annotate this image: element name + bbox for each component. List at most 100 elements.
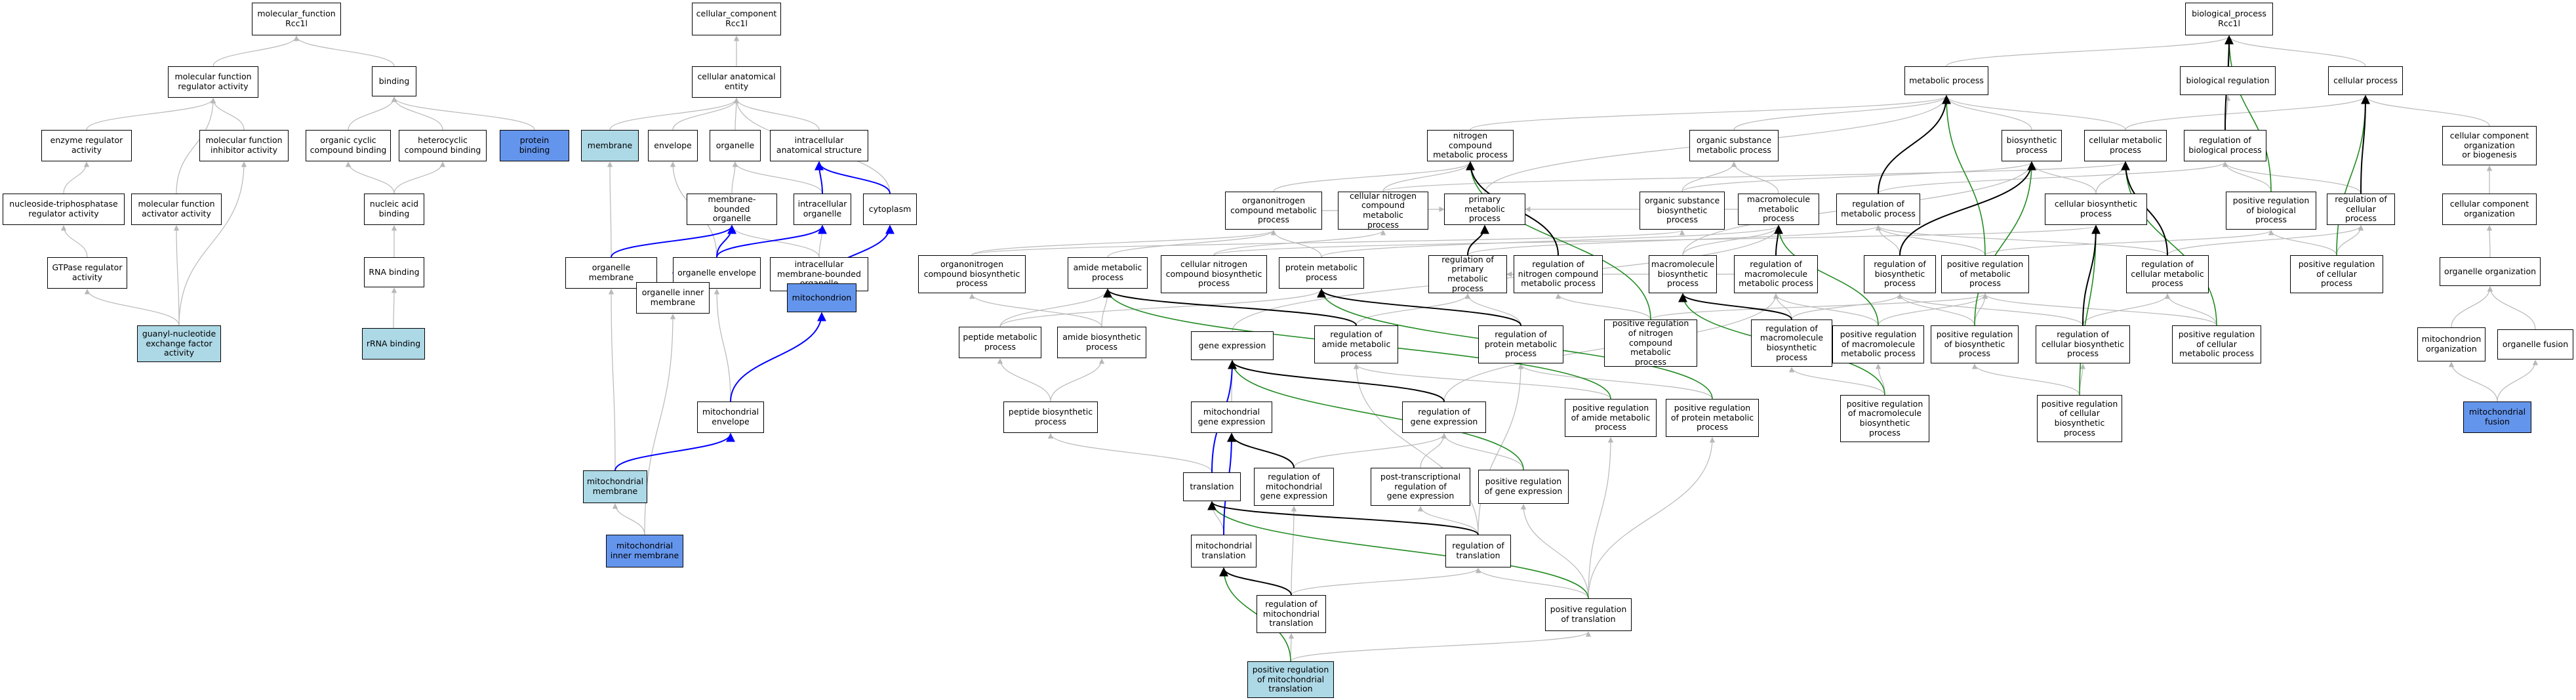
node-nucleoside-triphosphatase-regulator-activity[interactable]: nucleoside-triphosphatase regulator acti… — [3, 194, 125, 225]
node-cellular-component-organization[interactable]: cellular component organization — [2442, 194, 2537, 225]
node-enzyme-regulator-activity[interactable]: enzyme regulator activity — [41, 130, 132, 161]
node-positive-regulation-of-gene-expression[interactable]: positive regulation of gene expression — [1478, 470, 1569, 504]
node-organelle-inner-membrane[interactable]: organelle inner membrane — [636, 282, 710, 314]
node-binding[interactable]: binding — [372, 66, 416, 96]
node-rna-binding[interactable]: RNA binding — [364, 257, 424, 287]
node-molecular-function-root[interactable]: molecular_function Rcc1l — [252, 3, 341, 35]
node-molecular-function-regulator-activity[interactable]: molecular function regulator activity — [168, 66, 258, 98]
node-positive-regulation-of-biological-process[interactable]: positive regulation of biological proces… — [2226, 192, 2316, 230]
node-amide-metabolic-process[interactable]: amide metabolic process — [1068, 257, 1148, 289]
node-regulation-of-protein-metabolic-process[interactable]: regulation of protein metabolic process — [1478, 325, 1563, 363]
node-protein-metabolic-process[interactable]: protein metabolic process — [1279, 257, 1364, 289]
node-organelle[interactable]: organelle — [710, 130, 761, 161]
node-positive-regulation-of-macromolecule-biosynthetic-process[interactable]: positive regulation of macromolecule bio… — [1840, 395, 1929, 442]
node-regulation-of-amide-metabolic-process[interactable]: regulation of amide metabolic process — [1314, 325, 1398, 363]
node-regulation-of-translation[interactable]: regulation of translation — [1445, 535, 1511, 567]
node-regulation-of-biological-process[interactable]: regulation of biological process — [2184, 130, 2266, 161]
node-organelle-organization[interactable]: organelle organization — [2440, 257, 2541, 286]
node-intracellular-organelle[interactable]: intracellular organelle — [794, 194, 851, 225]
node-cellular-metabolic-process[interactable]: cellular metabolic process — [2084, 130, 2167, 161]
edge-pos_reg_bio-to-reg_bio — [2222, 161, 2272, 192]
node-molecular-function-inhibitor-activity[interactable]: molecular function inhibitor activity — [199, 130, 289, 161]
node-biosynthetic-process[interactable]: biosynthetic process — [2002, 130, 2062, 161]
node-translation[interactable]: translation — [1183, 472, 1241, 501]
node-positive-regulation-of-macromolecule-metabolic-process[interactable]: positive regulation of macromolecule met… — [1832, 325, 1924, 363]
node-macromolecule-biosynthetic-process[interactable]: macromolecule biosynthetic process — [1649, 255, 1717, 293]
node-positive-regulation-of-mitochondrial-translation[interactable]: positive regulation of mitochondrial tra… — [1247, 661, 1334, 698]
node-macromolecule-metabolic-process[interactable]: macromolecule metabolic process — [1738, 194, 1819, 225]
node-peptide-metabolic-process[interactable]: peptide metabolic process — [959, 327, 1041, 358]
node-post-transcriptional-regulation-of-gene-expression[interactable]: post-transcriptional regulation of gene … — [1371, 468, 1470, 506]
node-membrane[interactable]: membrane — [581, 130, 639, 161]
node-mitochondrion-organization[interactable]: mitochondrion organization — [2417, 327, 2485, 361]
node-metabolic-process[interactable]: metabolic process — [1904, 66, 1988, 95]
node-regulation-of-primary-metabolic-process[interactable]: regulation of primary metabolic process — [1428, 255, 1507, 293]
node-regulation-of-cellular-biosynthetic-process[interactable]: regulation of cellular biosynthetic proc… — [2036, 325, 2130, 363]
node-mitochondrial-inner-membrane[interactable]: mitochondrial inner membrane — [606, 535, 683, 567]
node-positive-regulation-of-protein-metabolic-process[interactable]: positive regulation of protein metabolic… — [1666, 399, 1759, 437]
node-cytoplasm[interactable]: cytoplasm — [863, 194, 917, 225]
node-organic-substance-biosynthetic-process[interactable]: organic substance biosynthetic process — [1640, 192, 1725, 230]
node-membrane-bounded-organelle[interactable]: membrane-bounded organelle — [687, 194, 777, 225]
node-positive-regulation-of-translation[interactable]: positive regulation of translation — [1545, 598, 1632, 631]
node-mitochondrial-membrane[interactable]: mitochondrial membrane — [583, 470, 647, 503]
node-biological-regulation[interactable]: biological regulation — [2180, 66, 2276, 95]
edge-cell_met-to-metabolic — [1943, 95, 2126, 131]
node-nucleic-acid-binding[interactable]: nucleic acid binding — [364, 194, 424, 225]
node-organonitrogen-compound-biosynthetic-process[interactable]: organonitrogen compound biosynthetic pro… — [918, 255, 1026, 293]
node-primary-metabolic-process[interactable]: primary metabolic process — [1444, 194, 1525, 225]
node-positive-regulation-of-cellular-metabolic-process[interactable]: positive regulation of cellular metaboli… — [2172, 325, 2261, 363]
node-positive-regulation-of-cellular-biosynthetic-process[interactable]: positive regulation of cellular biosynth… — [2037, 395, 2122, 442]
node-organic-cyclic-compound-binding[interactable]: organic cyclic compound binding — [306, 130, 391, 161]
edge-ntp_reg-to-enzyme_reg — [63, 161, 90, 194]
node-intracellular-membrane-bounded-organelle[interactable]: intracellular membrane-bounded organelle — [770, 257, 868, 291]
edge-cell_proc-to-bp_root — [2226, 35, 2366, 67]
node-regulation-of-cellular-process[interactable]: regulation of cellular process — [2327, 194, 2395, 225]
node-amide-biosynthetic-process[interactable]: amide biosynthetic process — [1057, 327, 1146, 358]
node-organelle-envelope[interactable]: organelle envelope — [673, 257, 761, 289]
node-gene-expression[interactable]: gene expression — [1191, 331, 1274, 360]
node-regulation-of-mitochondrial-gene-expression[interactable]: regulation of mitochondrial gene express… — [1254, 468, 1334, 506]
node-regulation-of-gene-expression[interactable]: regulation of gene expression — [1402, 401, 1486, 433]
node-cellular-component-root[interactable]: cellular_component Rcc1l — [692, 3, 781, 35]
node-molecular-function-activator-activity[interactable]: molecular function activator activity — [131, 194, 222, 225]
node-heterocyclic-compound-binding[interactable]: heterocyclic compound binding — [399, 130, 487, 161]
node-organic-substance-metabolic-process[interactable]: organic substance metabolic process — [1689, 130, 1779, 161]
node-protein-binding[interactable]: protein binding — [500, 130, 569, 161]
node-cellular-process[interactable]: cellular process — [2328, 66, 2403, 95]
edge-pos_reg_mmp-to-pos_reg_met — [1878, 293, 1988, 326]
node-rrna-binding[interactable]: rRNA binding — [362, 328, 425, 360]
node-mitochondrial-gene-expression[interactable]: mitochondrial gene expression — [1191, 401, 1272, 433]
node-envelope[interactable]: envelope — [648, 130, 698, 161]
node-mitochondrion[interactable]: mitochondrion — [787, 283, 856, 312]
node-nitrogen-compound-metabolic-process[interactable]: nitrogen compound metabolic process — [1427, 130, 1514, 161]
node-organonitrogen-compound-metabolic-process[interactable]: organonitrogen compound metabolic proces… — [1225, 192, 1322, 230]
node-positive-regulation-of-biosynthetic-process[interactable]: positive regulation of biosynthetic proc… — [1931, 325, 2019, 363]
node-regulation-of-macromolecule-metabolic-process[interactable]: regulation of macromolecule metabolic pr… — [1734, 255, 1818, 293]
node-organelle-fusion[interactable]: organelle fusion — [2497, 329, 2573, 360]
node-positive-regulation-of-cellular-process[interactable]: positive regulation of cellular process — [2290, 255, 2383, 293]
node-cellular-nitrogen-compound-biosynthetic-process[interactable]: cellular nitrogen compound biosynthetic … — [1161, 255, 1267, 293]
node-biological-process-root[interactable]: biological_process Rcc1l — [2185, 3, 2273, 35]
node-mitochondrial-translation[interactable]: mitochondrial translation — [1191, 535, 1257, 567]
node-regulation-of-nitrogen-compound-metabolic-process[interactable]: regulation of nitrogen compound metaboli… — [1514, 255, 1603, 293]
node-peptide-biosynthetic-process[interactable]: peptide biosynthetic process — [1003, 401, 1098, 433]
node-positive-regulation-of-metabolic-process[interactable]: positive regulation of metabolic process — [1941, 255, 2029, 293]
node-cellular-nitrogen-compound-metabolic-process[interactable]: cellular nitrogen compound metabolic pro… — [1338, 191, 1428, 230]
node-gtpase-regulator-activity[interactable]: GTPase regulator activity — [47, 257, 127, 289]
node-regulation-of-macromolecule-biosynthetic-process[interactable]: regulation of macromolecule biosynthetic… — [1751, 319, 1832, 367]
node-regulation-of-biosynthetic-process[interactable]: regulation of biosynthetic process — [1864, 255, 1936, 293]
node-regulation-of-metabolic-process[interactable]: regulation of metabolic process — [1836, 194, 1920, 225]
node-intracellular-anatomical-structure[interactable]: intracellular anatomical structure — [770, 130, 868, 161]
edge-pos_reg_bp-to-reg_bp — [1897, 293, 1975, 326]
node-positive-regulation-of-nitrogen-compound-metabolic-process[interactable]: positive regulation of nitrogen compound… — [1604, 318, 1697, 367]
node-cellular-component-organization-or-biogenesis[interactable]: cellular component organization or bioge… — [2442, 126, 2537, 165]
node-regulation-of-mitochondrial-translation[interactable]: regulation of mitochondrial translation — [1257, 595, 1326, 633]
node-cellular-anatomical-entity[interactable]: cellular anatomical entity — [692, 66, 781, 98]
node-positive-regulation-of-amide-metabolic-process[interactable]: positive regulation of amide metabolic p… — [1565, 399, 1657, 437]
node-guanyl-nucleotide-exchange-factor-activity[interactable]: guanyl-nucleotide exchange factor activi… — [137, 325, 221, 362]
node-mitochondrial-envelope[interactable]: mitochondrial envelope — [697, 401, 764, 433]
node-mitochondrial-fusion[interactable]: mitochondrial fusion — [2463, 401, 2531, 433]
node-cellular-biosynthetic-process[interactable]: cellular biosynthetic process — [2045, 194, 2147, 225]
node-regulation-of-cellular-metabolic-process[interactable]: regulation of cellular metabolic process — [2126, 255, 2209, 293]
